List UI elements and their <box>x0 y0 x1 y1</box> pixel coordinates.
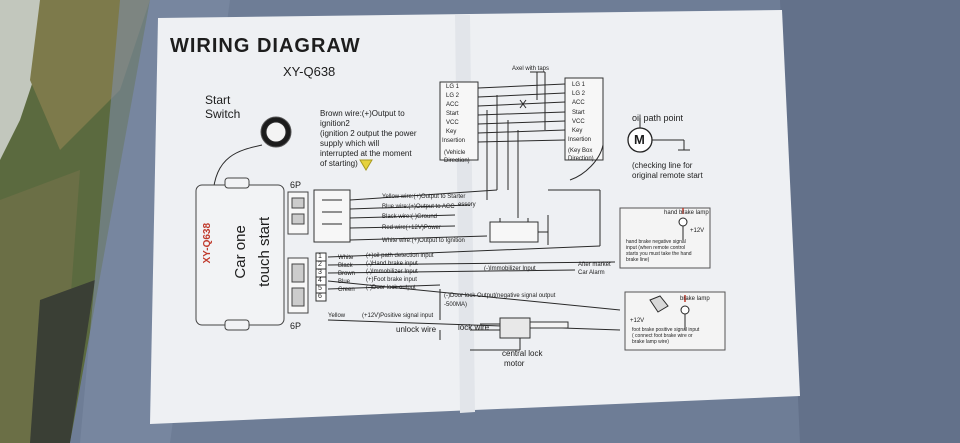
upper-wire-white: White wire:(+)Output to Ignition <box>382 238 465 244</box>
brown-wire-note-3: (ignition 2 output the power <box>320 129 417 138</box>
diagram-title: WIRING DIAGRAW <box>170 35 361 57</box>
plus12v-brake-lamp: +12V <box>630 318 645 324</box>
pin-description: (-)Hand brake input <box>366 261 418 267</box>
start-switch-label-2: Switch <box>205 107 241 121</box>
foot-brake-note-1: foot brake positive signal input <box>632 327 700 333</box>
left-connector-lg1: LG 1 <box>446 84 460 90</box>
pin-number: 1 <box>318 253 322 260</box>
left-connector-vcc: VCC <box>446 120 459 126</box>
central-lock-label-2: motor <box>504 359 525 368</box>
left-connector-acc: ACC <box>446 102 459 108</box>
module-model-label: XY-Q638 <box>202 222 214 264</box>
lock-wire-label: lock wire <box>458 323 490 332</box>
central-lock-label-1: central lock <box>502 349 543 358</box>
hand-brake-note-3: starts you must take the hand <box>626 251 692 257</box>
hand-brake-lamp-label: hand brake lamp <box>664 210 709 216</box>
immobilizer-input-label: (-)Immobilizer Input <box>484 266 536 272</box>
pin-color: Green <box>338 287 355 293</box>
connector-6p-bottom: 6P <box>290 321 302 331</box>
pin-number: 5 <box>318 285 322 292</box>
model-label: XY-Q638 <box>283 64 336 79</box>
right-connector-vcc: VCC <box>572 119 585 125</box>
accessory-label: essory <box>458 202 476 208</box>
pin-color: Brown <box>338 271 356 277</box>
right-connector-lg1: LG 1 <box>572 82 586 88</box>
right-connector-start: Start <box>572 110 585 116</box>
pin-color: Blue <box>338 279 351 285</box>
pin-number: 3 <box>318 269 322 276</box>
unlock-wire-label: unlock wire <box>396 325 437 334</box>
right-connector-key: Key <box>572 128 583 134</box>
motor-symbol: M <box>634 132 645 147</box>
vehicle-direction-1: (Vehicle <box>444 150 466 156</box>
left-connector-insertion: Insertion <box>442 138 466 144</box>
brown-wire-note-2: ignition2 <box>320 119 350 128</box>
after-market-label-2: Car Alarm <box>578 270 605 276</box>
pin-description: (+)Foot brake input <box>366 277 417 283</box>
brown-wire-note-6: of starting) <box>320 159 358 168</box>
checking-line-2: original remote start <box>632 171 703 180</box>
start-switch-label-1: Start <box>205 93 231 107</box>
module-label-2: touch start <box>256 216 274 287</box>
vehicle-direction-2: Direction) <box>444 158 470 164</box>
key-box-direction-1: (Key Box <box>568 148 593 154</box>
pin-color: White <box>338 255 354 261</box>
right-connector-lg2: LG 2 <box>572 91 586 97</box>
oil-path-point-label: oil path point <box>632 113 684 123</box>
upper-wire-yellow: Yellow wire:(+)Output to Starter <box>382 194 466 200</box>
brown-wire-note-5: interrupted at the moment <box>320 149 412 158</box>
module-label-1: Car one <box>231 225 249 279</box>
left-connector-key: Key <box>446 129 457 135</box>
axel-label: Axel with taps <box>512 66 550 72</box>
pin-description: (+12V)Positive signal input <box>362 313 434 319</box>
pin-color: Yellow <box>328 313 346 319</box>
pin-number: 4 <box>318 277 322 284</box>
pin-number: 2 <box>318 261 322 268</box>
upper-wire-red: Red wire(+12V)Power <box>382 225 441 231</box>
connector-6p-top: 6P <box>290 180 302 190</box>
pin-description: (-)Door lock output <box>366 285 416 291</box>
pin-description: (-)Immobilizer Input <box>366 269 418 275</box>
brown-wire-note-4: supply which will <box>320 139 380 148</box>
pin-description: (+)oil path detection input <box>366 253 434 259</box>
pin-color: Black <box>338 263 353 269</box>
hand-brake-note-2: input (when remote control <box>626 245 686 251</box>
foot-brake-note-3: brake lamp wire) <box>632 339 669 345</box>
plus12v-hand-brake: +12V <box>690 228 705 234</box>
checking-line-1: (checking line for <box>632 161 693 170</box>
foot-brake-note-2: ( connect foot brake wire or <box>632 333 693 339</box>
left-connector-start: Start <box>446 111 459 117</box>
left-connector-lg2: LG 2 <box>446 93 460 99</box>
hand-brake-note-4: brake line) <box>626 257 650 263</box>
upper-wire-black: Black wire:(-)Ground <box>382 214 438 220</box>
right-connector-acc: ACC <box>572 100 585 106</box>
after-market-label-1: After market <box>578 262 611 268</box>
key-box-direction-2: Direction) <box>568 156 594 162</box>
brake-lamp-label: brake lamp <box>680 296 710 302</box>
door-lock-output-2: -500MA) <box>444 302 468 308</box>
door-lock-output-1: (-)Door lock Output(negative signal outp… <box>444 293 556 299</box>
upper-wire-blue: Blue wire:(+)Output to ACC <box>382 204 455 210</box>
right-connector-insertion: Insertion <box>568 137 592 143</box>
pin-number: 6 <box>318 293 322 300</box>
brown-wire-note-1: Brown wire:(+)Output to <box>320 109 405 118</box>
hand-brake-note-1: hand brake negative signal <box>626 239 686 245</box>
